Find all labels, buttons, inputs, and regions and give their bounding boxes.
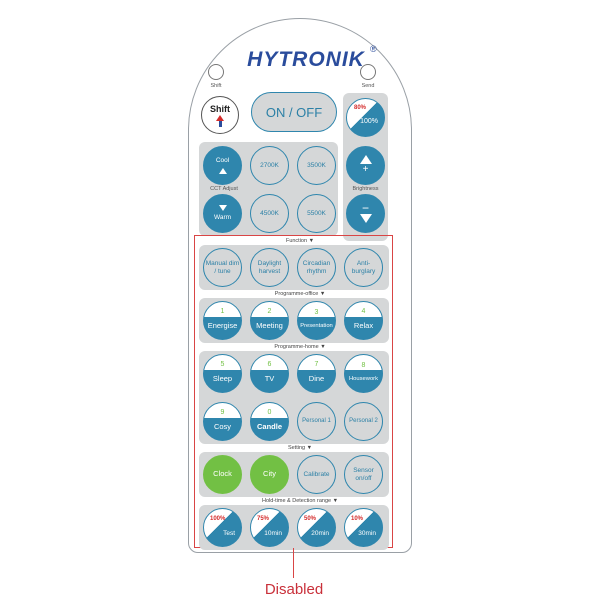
sensor-on-off-button[interactable]: Sensor on/off bbox=[344, 455, 383, 494]
warm-button[interactable]: Warm bbox=[203, 194, 242, 233]
hold-100-pct: 100% bbox=[210, 516, 226, 522]
hold-30min-label: 30min bbox=[358, 529, 376, 537]
cool-label: Cool bbox=[215, 157, 230, 165]
housework-button[interactable]: 8 Housework bbox=[344, 354, 383, 393]
hold-30min-button[interactable]: 10% 30min bbox=[344, 508, 383, 547]
brightness-up-icon bbox=[359, 155, 372, 165]
personal-2-button[interactable]: Personal 2 bbox=[344, 402, 383, 441]
cct-4500k-button[interactable]: 4500K bbox=[250, 194, 289, 233]
shift-led-label: Shift bbox=[210, 83, 222, 89]
cct-3500k-button[interactable]: 3500K bbox=[297, 146, 336, 185]
warm-down-icon bbox=[218, 205, 227, 212]
cosy-button[interactable]: 9 Cosy bbox=[203, 402, 242, 441]
energise-label: Energise bbox=[207, 321, 238, 331]
tv-label: TV bbox=[264, 374, 275, 384]
personal-1-button[interactable]: Personal 1 bbox=[297, 402, 336, 441]
hold-50-pct: 50% bbox=[304, 516, 317, 522]
cct-adjust-label: CCT Adjust bbox=[210, 186, 238, 192]
brand-logo: HYTRONIK bbox=[247, 48, 365, 71]
shift-led-indicator bbox=[208, 64, 224, 80]
shift-arrow-stem bbox=[218, 120, 222, 127]
meeting-number: 2 bbox=[267, 308, 272, 316]
shift-button-label: Shift bbox=[210, 103, 230, 114]
candle-number: 0 bbox=[267, 409, 272, 417]
tv-number: 6 bbox=[267, 361, 272, 369]
pct-80-label: 80% bbox=[354, 105, 367, 111]
relax-label: Relax bbox=[353, 321, 374, 331]
city-button[interactable]: City bbox=[250, 455, 289, 494]
warm-label: Warm bbox=[213, 214, 232, 222]
meeting-button[interactable]: 2 Meeting bbox=[250, 301, 289, 340]
daylight-harvest-button[interactable]: Daylight harvest bbox=[250, 248, 289, 287]
energise-number: 1 bbox=[220, 308, 225, 316]
clock-button[interactable]: Clock bbox=[203, 455, 242, 494]
dine-button[interactable]: 7 Dine bbox=[297, 354, 336, 393]
tv-button[interactable]: 6 TV bbox=[250, 354, 289, 393]
brightness-100-button[interactable]: 80% 100% bbox=[346, 98, 385, 137]
hold-test-button[interactable]: 100% Test bbox=[203, 508, 242, 547]
cool-button[interactable]: Cool bbox=[203, 146, 242, 185]
candle-button[interactable]: 0 Candle bbox=[250, 402, 289, 441]
hold-test-label: Test bbox=[223, 529, 235, 537]
cct-2700k-button[interactable]: 2700K bbox=[250, 146, 289, 185]
disabled-callout-line bbox=[293, 548, 294, 578]
programme-office-label: Programme-office ▼ bbox=[274, 291, 326, 297]
brightness-up-button[interactable]: + bbox=[346, 146, 385, 185]
disabled-annotation: Disabled bbox=[264, 581, 324, 598]
cct-5500k-button[interactable]: 5500K bbox=[297, 194, 336, 233]
shift-arrow-icon bbox=[216, 114, 224, 121]
registered-mark: ® bbox=[370, 44, 377, 54]
hold-20min-button[interactable]: 50% 20min bbox=[297, 508, 336, 547]
candle-label: Candle bbox=[256, 422, 282, 432]
dine-number: 7 bbox=[314, 361, 319, 369]
relax-button[interactable]: 4 Relax bbox=[344, 301, 383, 340]
setting-section-label: Setting ▼ bbox=[287, 445, 313, 451]
cool-up-icon bbox=[218, 167, 227, 174]
hold-time-section-label: Hold-time & Detection range ▼ bbox=[261, 498, 339, 504]
function-section-label: Function ▼ bbox=[285, 238, 315, 244]
brightness-down-button[interactable]: − bbox=[346, 194, 385, 233]
presentation-label: Presentation bbox=[300, 323, 333, 330]
sleep-number: 5 bbox=[220, 361, 225, 369]
minus-sign: − bbox=[361, 201, 369, 216]
plus-sign: + bbox=[362, 164, 369, 176]
pct-100-label: 100% bbox=[360, 118, 378, 125]
brightness-down-icon bbox=[359, 213, 372, 223]
hold-10-pct: 10% bbox=[351, 516, 364, 522]
shift-button[interactable]: Shift bbox=[201, 96, 239, 134]
meeting-label: Meeting bbox=[256, 321, 283, 331]
sleep-button[interactable]: 5 Sleep bbox=[203, 354, 242, 393]
dine-label: Dine bbox=[308, 374, 325, 384]
energise-button[interactable]: 1 Energise bbox=[203, 301, 242, 340]
cosy-number: 9 bbox=[220, 409, 225, 417]
cosy-label: Cosy bbox=[213, 422, 232, 432]
hold-10min-button[interactable]: 75% 10min bbox=[250, 508, 289, 547]
calibrate-button[interactable]: Calibrate bbox=[297, 455, 336, 494]
programme-home-label: Programme-home ▼ bbox=[274, 344, 326, 350]
brightness-label: Brightness bbox=[352, 186, 379, 192]
hold-10min-label: 10min bbox=[264, 529, 282, 537]
manual-dim-tune-button[interactable]: Manual dim / tune bbox=[203, 248, 242, 287]
anti-burglary-button[interactable]: Anti- burglary bbox=[344, 248, 383, 287]
relax-number: 4 bbox=[361, 308, 366, 316]
sleep-label: Sleep bbox=[212, 374, 233, 384]
hold-75-pct: 75% bbox=[257, 516, 270, 522]
send-led-label: Send bbox=[361, 83, 375, 89]
presentation-number: 3 bbox=[314, 309, 319, 317]
housework-number: 8 bbox=[361, 362, 366, 370]
on-off-button[interactable]: ON / OFF bbox=[251, 92, 337, 132]
housework-label: Housework bbox=[349, 376, 378, 383]
send-led-indicator bbox=[360, 64, 376, 80]
circadian-rhythm-button[interactable]: Circadian rhythm bbox=[297, 248, 336, 287]
hold-20min-label: 20min bbox=[311, 529, 329, 537]
presentation-button[interactable]: 3 Presentation bbox=[297, 301, 336, 340]
